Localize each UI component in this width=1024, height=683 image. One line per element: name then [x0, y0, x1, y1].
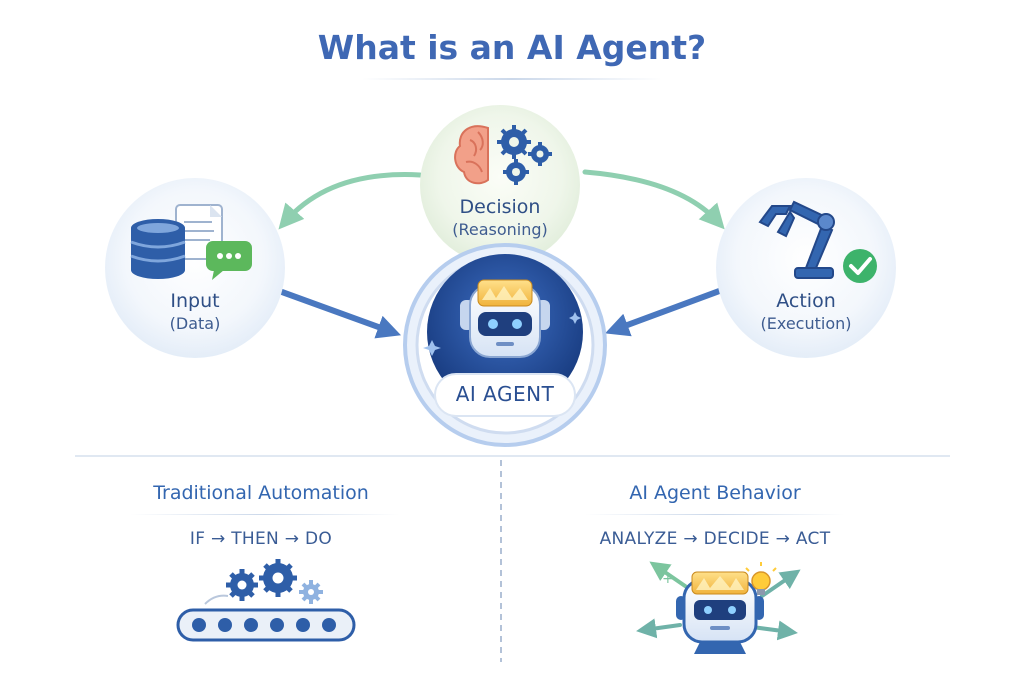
input-title: Input	[170, 290, 220, 312]
page-title: What is an AI Agent?	[317, 28, 707, 67]
agent-behavior-icon: +	[636, 561, 801, 654]
conveyor-gears-icon	[226, 559, 323, 604]
robot-head-icon	[460, 279, 550, 358]
sparkle-icon	[423, 312, 581, 356]
arrow-left	[636, 618, 682, 639]
decision-subtitle: (Reasoning)	[452, 220, 548, 239]
title-underline	[362, 78, 662, 80]
checkmark-icon	[843, 249, 877, 283]
agent-label-plate	[434, 373, 576, 417]
agent-label: AI AGENT	[455, 382, 555, 406]
traditional-flow: IF → THEN → DO	[189, 529, 333, 549]
plus-sign: +	[662, 571, 674, 587]
arrow-action-to-agent	[604, 287, 725, 337]
input-subtitle: (Data)	[169, 314, 221, 333]
action-subtitle: (Execution)	[760, 314, 852, 333]
arrow-right	[750, 620, 798, 641]
lightbulb-icon	[745, 562, 777, 595]
agent-behavior-underline	[585, 514, 845, 515]
arrow-decision-to-input	[278, 172, 423, 230]
agent-behavior-flow: ANALYZE → DECIDE → ACT	[599, 529, 831, 549]
traditional-automation-title: Traditional Automation	[153, 482, 369, 504]
arrow-up-right	[760, 569, 801, 598]
arrow-decision-to-action	[582, 169, 725, 230]
arrow-up-left	[649, 561, 690, 590]
decision-node-bubble	[420, 105, 580, 265]
action-node-label: Action (Execution)	[726, 290, 886, 333]
decision-title: Decision	[459, 196, 541, 218]
conveyor-belt-icon	[176, 594, 356, 642]
agent-behavior-title: AI Agent Behavior	[629, 482, 801, 504]
action-title: Action	[776, 290, 836, 312]
arrow-input-to-agent	[279, 289, 402, 339]
decision-node-label: Decision (Reasoning)	[420, 196, 580, 239]
gears-icon	[497, 125, 552, 185]
database-icon	[130, 219, 186, 279]
input-node-label: Input (Data)	[115, 290, 275, 333]
robot-arm-icon	[758, 200, 835, 279]
brain-icon	[454, 125, 489, 185]
chat-bubble-icon	[206, 241, 252, 280]
traditional-underline	[130, 514, 400, 515]
